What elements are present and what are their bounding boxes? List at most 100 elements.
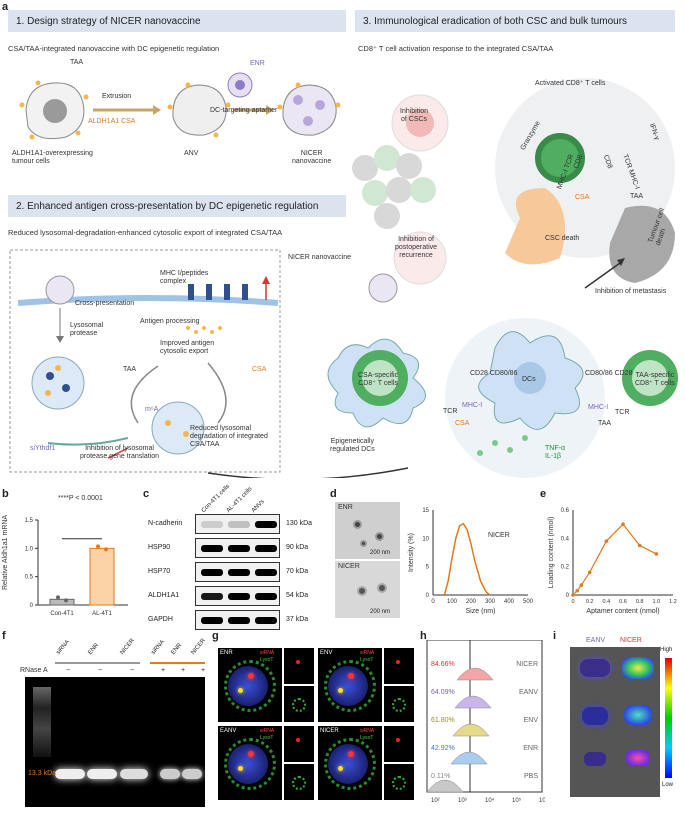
band-enr bbox=[87, 769, 117, 779]
panel-f-label: f bbox=[2, 630, 6, 642]
tumour-cell bbox=[19, 80, 89, 140]
section1-header: 1. Design strategy of NICER nanovaccine bbox=[8, 10, 346, 32]
h-row-name: ENR bbox=[523, 745, 538, 752]
g-lysot-label: LysoT bbox=[360, 735, 374, 741]
g-lysot-signal bbox=[324, 738, 376, 790]
antigen-processing-label: Antigen processing bbox=[140, 318, 200, 325]
ivis-image bbox=[570, 647, 660, 797]
taa3-label: TAA bbox=[630, 193, 644, 200]
blot-kda: 37 kDa bbox=[286, 616, 309, 623]
b-category-label: Con-4T1 bbox=[50, 611, 74, 617]
band-enr-rnase bbox=[160, 769, 180, 779]
dcs-label: DCs bbox=[522, 376, 536, 383]
e-point bbox=[604, 539, 609, 543]
organ-2a bbox=[582, 707, 608, 725]
panel-i-label: i bbox=[553, 630, 557, 642]
extrusion-label: Extrusion bbox=[102, 93, 132, 100]
tem-enr-scale: 200 nm bbox=[370, 550, 391, 556]
g-green-dots bbox=[392, 698, 406, 712]
tem-enr-label: ENR bbox=[338, 504, 353, 511]
e-xtick-label: 0.4 bbox=[603, 599, 611, 605]
g-red-dot bbox=[396, 660, 400, 664]
panel-d-label: d bbox=[330, 488, 337, 500]
blot-band bbox=[201, 617, 223, 624]
blot-band bbox=[228, 569, 250, 576]
section3-title: 3. Immunological eradication of both CSC… bbox=[363, 16, 628, 27]
blot-row-name: ALDH1A1 bbox=[148, 592, 180, 599]
tumour-cell-label: ALDH1A1-overexpressing tumour cells bbox=[12, 150, 93, 166]
b-bar-1 bbox=[89, 547, 115, 606]
csa3-label: CSA bbox=[575, 194, 590, 201]
blot-band bbox=[255, 593, 277, 600]
d-xlabel: Size (nm) bbox=[466, 608, 496, 615]
improved-export-label: Improved antigen cytosolic export bbox=[160, 340, 215, 356]
ivis-col2: NICER bbox=[620, 637, 642, 644]
e-series-line bbox=[572, 523, 657, 596]
e-xlabel: Aptamer content (nmol) bbox=[586, 608, 659, 615]
h-pct-label: 42.92% bbox=[431, 745, 455, 752]
g-coloc-signal bbox=[238, 688, 243, 693]
organ-3a bbox=[584, 752, 606, 766]
e-point bbox=[587, 570, 592, 575]
tem-nicer-scale: 200 nm bbox=[370, 609, 391, 615]
tem-nicer-label: NICER bbox=[338, 563, 360, 570]
gel-kda-label: 13.3 kDa bbox=[28, 770, 57, 777]
d-ylabel: Intensity (%) bbox=[408, 533, 415, 572]
blot-band bbox=[255, 521, 277, 528]
organ-1a bbox=[580, 659, 610, 677]
h-pct-label: 84.66% bbox=[431, 661, 455, 668]
g-green-dots bbox=[292, 698, 306, 712]
m6a-label: m⁶A bbox=[145, 406, 159, 413]
blot-band bbox=[201, 521, 223, 528]
blot-strip bbox=[195, 586, 280, 606]
h-pct-label: 0.11% bbox=[431, 773, 450, 780]
gel-image bbox=[25, 677, 205, 807]
g-coloc-signal bbox=[338, 766, 343, 771]
d-xtick-label: 400 bbox=[504, 599, 515, 605]
g-coloc-signal bbox=[238, 766, 243, 771]
b-ytick-label: 1.5 bbox=[25, 518, 34, 524]
section1-title: 1. Design strategy of NICER nanovaccine bbox=[16, 16, 201, 27]
g-lysot-label: LysoT bbox=[360, 657, 374, 663]
blot-kda: 70 kDa bbox=[286, 568, 309, 575]
g-sirna-signal bbox=[248, 751, 254, 757]
panel-e-label: e bbox=[540, 488, 547, 500]
mhc-left-label: MHC-I bbox=[462, 402, 483, 409]
g-sirna-signal bbox=[248, 673, 254, 679]
blot-col-label: AL-4T1 cells bbox=[225, 486, 254, 514]
organ-2b bbox=[624, 705, 652, 725]
g-lysot-label: LysoT bbox=[260, 657, 274, 663]
gel-lane-sign: − bbox=[130, 667, 135, 674]
g-lysot-signal bbox=[324, 660, 376, 712]
mhc-right-label: MHC-I bbox=[588, 404, 609, 411]
panel-b-pvalue: ****P < 0.0001 bbox=[58, 495, 103, 502]
section1-subtitle: CSA/TAA-integrated nanovaccine with DC e… bbox=[8, 44, 220, 53]
blot-col-label: ANVs bbox=[250, 498, 266, 514]
cd28-right-label: CD80/86 CD28 bbox=[585, 370, 633, 377]
blot-kda: 130 kDa bbox=[286, 520, 313, 527]
band-sirna bbox=[55, 769, 85, 779]
rnase-label: RNase A bbox=[20, 667, 48, 674]
activated-t-label: Activated CD8⁺ T cells bbox=[535, 80, 606, 87]
d-ytick-label: 10 bbox=[422, 536, 429, 542]
h-row-name: ENV bbox=[524, 717, 539, 724]
inhibition-cscs-label: Inhibition of CSCs bbox=[400, 108, 429, 124]
g-red-channel bbox=[284, 648, 314, 684]
g-tile-label: ENR bbox=[220, 650, 233, 656]
g-lysot-signal bbox=[224, 738, 276, 790]
gel-group-line-minus bbox=[55, 662, 140, 664]
gel-lane-label: NICER bbox=[119, 637, 137, 656]
blot-kda: 54 kDa bbox=[286, 592, 309, 599]
e-point bbox=[575, 588, 579, 593]
panel-g-label: g bbox=[212, 630, 219, 642]
e-point bbox=[637, 543, 642, 548]
g-merge-image-env bbox=[318, 648, 382, 722]
blot-band bbox=[228, 545, 250, 552]
nicer-nanovaccine2-label: NICER nanovaccine bbox=[288, 254, 352, 261]
b-point bbox=[104, 547, 108, 552]
g-red-channel bbox=[284, 726, 314, 762]
h-frame bbox=[426, 640, 543, 793]
e-xtick-label: 0 bbox=[571, 599, 574, 605]
g-tile-label: NICER bbox=[320, 728, 339, 734]
